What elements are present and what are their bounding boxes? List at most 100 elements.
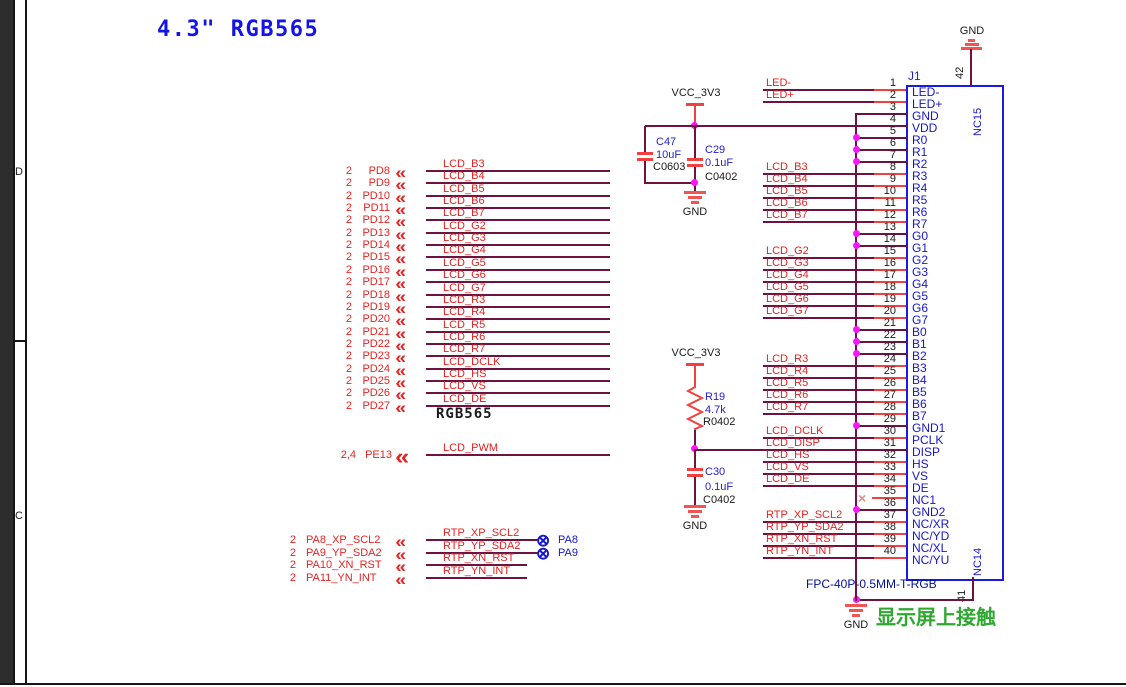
c47-value[interactable]: 10uF [656, 149, 682, 161]
port-page-ref[interactable]: 2 [345, 214, 352, 226]
wire-lcd_g6[interactable] [426, 281, 610, 283]
pin-16-stub[interactable] [872, 269, 906, 271]
wire-led-[interactable] [763, 89, 874, 91]
wire-gnd-tie[interactable] [856, 353, 908, 355]
wire-gnd-tie[interactable] [856, 161, 908, 163]
port-name-pd12[interactable]: PD12 [362, 214, 390, 226]
pin-40-stub[interactable] [872, 557, 906, 559]
wire-lcd_g2[interactable] [763, 257, 874, 259]
net-label-lcd_r3[interactable]: LCD_R3 [766, 353, 809, 365]
wire-lcd_disp[interactable] [694, 449, 908, 451]
port-name-pd10[interactable]: PD10 [362, 190, 390, 202]
wire-vdd[interactable] [645, 125, 908, 127]
offpage-connector-icon[interactable]: « [395, 532, 407, 551]
wire-led+[interactable] [763, 101, 874, 103]
port-page-ref[interactable]: 2 [345, 264, 352, 276]
net-label-lcd_b3[interactable]: LCD_B3 [766, 161, 808, 173]
offpage-connector-icon[interactable]: « [395, 348, 407, 367]
port-page-ref[interactable]: 2 [345, 190, 352, 202]
offpage-connector-icon[interactable]: « [395, 287, 407, 306]
wire-lcd_r4[interactable] [763, 377, 874, 379]
net-label-lcd_r5[interactable]: LCD_R5 [443, 319, 486, 331]
net-label-lcd_b4[interactable]: LCD_B4 [443, 170, 485, 182]
net-label-lcd_b7[interactable]: LCD_B7 [766, 209, 808, 221]
net-label-lcd_g2[interactable]: LCD_G2 [443, 220, 486, 232]
port-name-pd19[interactable]: PD19 [362, 301, 390, 313]
c47-bottom-wire[interactable] [644, 161, 646, 184]
pin-28-stub[interactable] [872, 413, 906, 415]
marker-label-pa8[interactable]: PA8 [558, 534, 578, 546]
wire-lcd_g3[interactable] [426, 244, 610, 246]
vcc-power-port-label[interactable]: VCC_3V3 [671, 87, 721, 99]
wire-gnd-tie[interactable] [856, 245, 908, 247]
c30-capacitor-plate-icon[interactable] [687, 474, 703, 477]
port-name-pd25[interactable]: PD25 [362, 375, 390, 387]
c47-capacitor-plate-icon[interactable] [637, 158, 653, 161]
wire-lcd-pwm[interactable] [426, 454, 610, 456]
port-name-pd21[interactable]: PD21 [362, 326, 390, 338]
wire-lcd_g7[interactable] [426, 294, 610, 296]
port-page-ref[interactable]: 2 [345, 326, 352, 338]
wire-lcd_r7[interactable] [763, 413, 874, 415]
c29-designator[interactable]: C29 [705, 144, 726, 156]
offpage-connector-icon[interactable]: « [395, 385, 407, 404]
net-label-lcd_vs[interactable]: LCD_VS [766, 461, 809, 473]
wire-lcd_g7[interactable] [763, 317, 874, 319]
wire-lcd_g5[interactable] [426, 269, 610, 271]
port-page-ref[interactable]: 2 [345, 239, 352, 251]
gnd-return-wire[interactable] [856, 599, 974, 601]
offpage-connector-icon[interactable]: « [395, 373, 407, 392]
port-page-ref[interactable]: 2 [345, 251, 352, 263]
net-label-lcd_g7[interactable]: LCD_G7 [766, 305, 809, 317]
offpage-connector-icon[interactable]: « [395, 274, 407, 293]
wire-lcd_dclk[interactable] [763, 437, 874, 439]
wire-rtp_xp_scl2[interactable] [763, 521, 874, 523]
pin-34-stub[interactable] [872, 485, 906, 487]
net-label-lcd_r7[interactable]: LCD_R7 [766, 401, 809, 413]
net-label-lcd_b5[interactable]: LCD_B5 [766, 185, 808, 197]
pin-35-stub[interactable] [872, 497, 906, 499]
offpage-connector-icon[interactable]: « [395, 299, 407, 318]
port-page-ref[interactable]: 2 [345, 313, 352, 325]
c30-top-wire[interactable] [694, 450, 696, 468]
wire-lcd_hs[interactable] [763, 461, 874, 463]
wire-lcd_dclk[interactable] [426, 368, 610, 370]
wire-lcd_vs[interactable] [426, 392, 610, 394]
pin-25-stub[interactable] [872, 377, 906, 379]
net-label-lcd_de[interactable]: LCD_DE [443, 393, 487, 405]
wire-gnd-corner[interactable] [856, 113, 908, 115]
net-label-rtp_yn_int[interactable]: RTP_YN_INT [766, 545, 834, 557]
pin-24-stub[interactable] [872, 365, 906, 367]
net-label-lcd_g3[interactable]: LCD_G3 [766, 257, 809, 269]
offpage-connector-icon[interactable]: « [395, 336, 407, 355]
port-name-pd22[interactable]: PD22 [362, 338, 390, 350]
c47-top-wire[interactable] [644, 126, 646, 152]
offpage-connector-icon[interactable]: « [395, 361, 407, 380]
wire-rtp_yn_int[interactable] [763, 557, 874, 559]
port-name-pa10_xn_rst[interactable]: PA10_XN_RST [306, 559, 382, 571]
net-label-rtp_yp_sda2[interactable]: RTP_YP_SDA2 [443, 540, 521, 552]
net-label-lcd_g6[interactable]: LCD_G6 [443, 269, 486, 281]
net-label-rtp_xp_scl2[interactable]: RTP_XP_SCL2 [766, 509, 843, 521]
wire-lcd_g6[interactable] [763, 305, 874, 307]
pin-38-stub[interactable] [872, 533, 906, 535]
wire-lcd_b3[interactable] [426, 170, 610, 172]
wire-lcd_b5[interactable] [763, 197, 874, 199]
port-page-ref[interactable]: 2 [289, 534, 296, 546]
port-page-ref[interactable]: 2 [345, 338, 352, 350]
pin-39-stub[interactable] [872, 545, 906, 547]
gnd-label[interactable]: GND [843, 619, 869, 631]
net-label-lcd_r5[interactable]: LCD_R5 [766, 377, 809, 389]
port-page-ref[interactable]: 2 [345, 301, 352, 313]
port-page-ref[interactable]: 2,4 [340, 449, 356, 461]
r19-designator[interactable]: R19 [705, 391, 726, 403]
offpage-connector-icon[interactable]: « [395, 398, 407, 417]
offpage-connector-icon[interactable]: « [395, 557, 407, 576]
wire-lcd_r3[interactable] [763, 365, 874, 367]
wire-lcd_g4[interactable] [426, 256, 610, 258]
c29-top-wire[interactable] [694, 126, 696, 158]
c30-value[interactable]: 0.1uF [705, 481, 734, 493]
pin-37-stub[interactable] [872, 521, 906, 523]
net-label-lcd_vs[interactable]: LCD_VS [443, 380, 486, 392]
pin-11-stub[interactable] [872, 209, 906, 211]
